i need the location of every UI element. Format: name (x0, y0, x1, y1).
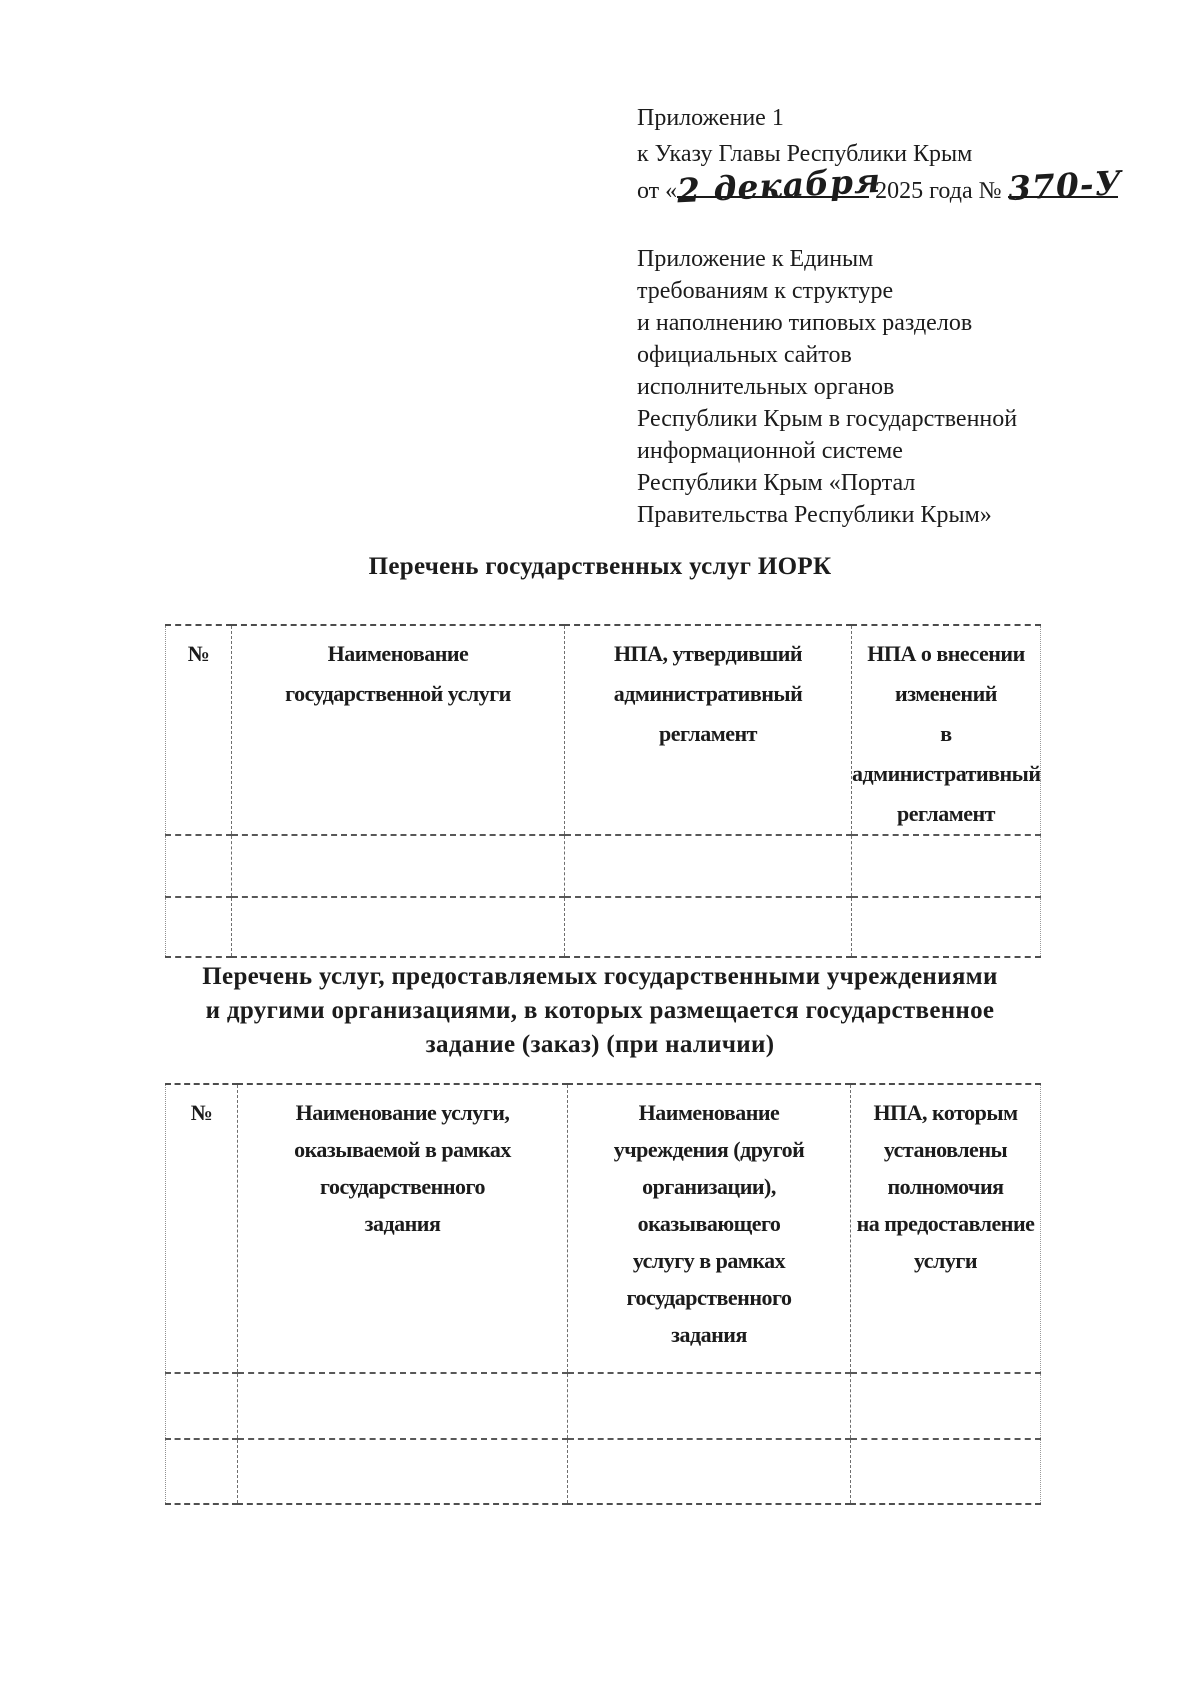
appendix-line-1: Приложение 1 (637, 105, 784, 131)
column-header-number: № (165, 625, 232, 836)
table-cell (166, 1439, 238, 1504)
handwritten-date-field: 2 декабря (676, 161, 882, 211)
table-cell (567, 1373, 851, 1440)
table-cell (850, 1373, 1041, 1440)
table-cell (851, 835, 1041, 898)
handwritten-number: 370-У (1006, 163, 1123, 208)
column-header-npa-approved: НПА, утвердивший административный реглам… (564, 625, 852, 836)
table-cell (237, 1439, 568, 1504)
table-cell (231, 897, 565, 957)
reference-line: информационной системе (637, 438, 903, 464)
reference-line: официальных сайтов (637, 342, 852, 368)
institution-services-table: № Наименование услуги, оказываемой в рам… (165, 1083, 1041, 1505)
appendix-line-2: к Указу Главы Республики Крым (637, 141, 973, 167)
table-cell (564, 835, 852, 898)
table-row (165, 1373, 1041, 1440)
column-header-number: № (165, 1084, 238, 1374)
reference-line: требованиям к структуре (637, 278, 894, 304)
table-cell (231, 835, 565, 898)
handwritten-number-field: 370-У (1006, 163, 1122, 208)
table-row (166, 1439, 1041, 1504)
reference-line: Приложение к Единым (637, 246, 874, 272)
table-cell (564, 897, 852, 957)
table-cell (165, 1373, 238, 1440)
table-cell (850, 1439, 1041, 1504)
reference-line: Республики Крым в государственной (637, 406, 1018, 432)
table-cell (237, 1373, 568, 1440)
state-services-table-header-row: № Наименование государственной услуги НП… (165, 625, 1041, 836)
section1-title: Перечень государственных услуг ИОРК (368, 553, 832, 580)
table-cell (166, 897, 232, 957)
table-row (165, 835, 1041, 898)
reference-block: Приложение к Единым требованиям к структ… (637, 243, 1017, 531)
reference-line: и наполнению типовых разделов (637, 310, 973, 336)
state-services-table: № Наименование государственной услуги НП… (165, 624, 1041, 958)
table-cell (567, 1439, 851, 1504)
reference-line: Республики Крым «Портал (637, 470, 916, 496)
column-header-institution-name: Наименование учреждения (другой организа… (567, 1084, 851, 1374)
institution-services-table-header-row: № Наименование услуги, оказываемой в рам… (165, 1084, 1041, 1374)
reference-line: Правительства Республики Крым» (637, 502, 992, 528)
column-header-service-name: Наименование государственной услуги (231, 625, 565, 836)
column-header-service-name: Наименование услуги, оказываемой в рамка… (237, 1084, 568, 1374)
reference-line: исполнительных органов (637, 374, 895, 400)
date-prefix: от « (637, 178, 678, 204)
column-header-npa-authority: НПА, которым установлены полномочия на п… (850, 1084, 1041, 1374)
appendix-header-block: Приложение 1 к Указу Главы Республики Кр… (637, 100, 1123, 211)
section2-title: Перечень услуг, предоставляемых государс… (202, 963, 998, 1058)
table-row (166, 897, 1041, 957)
column-header-npa-amendments: НПА о внесении изменений в административ… (851, 625, 1041, 836)
date-suffix: 2025 года № (875, 178, 1002, 204)
handwritten-date: 2 декабря (676, 160, 883, 211)
table-cell (851, 897, 1041, 957)
decree-date-line: от «2 декабря 2025 года № 370-У (637, 161, 1123, 211)
table-cell (165, 835, 232, 898)
